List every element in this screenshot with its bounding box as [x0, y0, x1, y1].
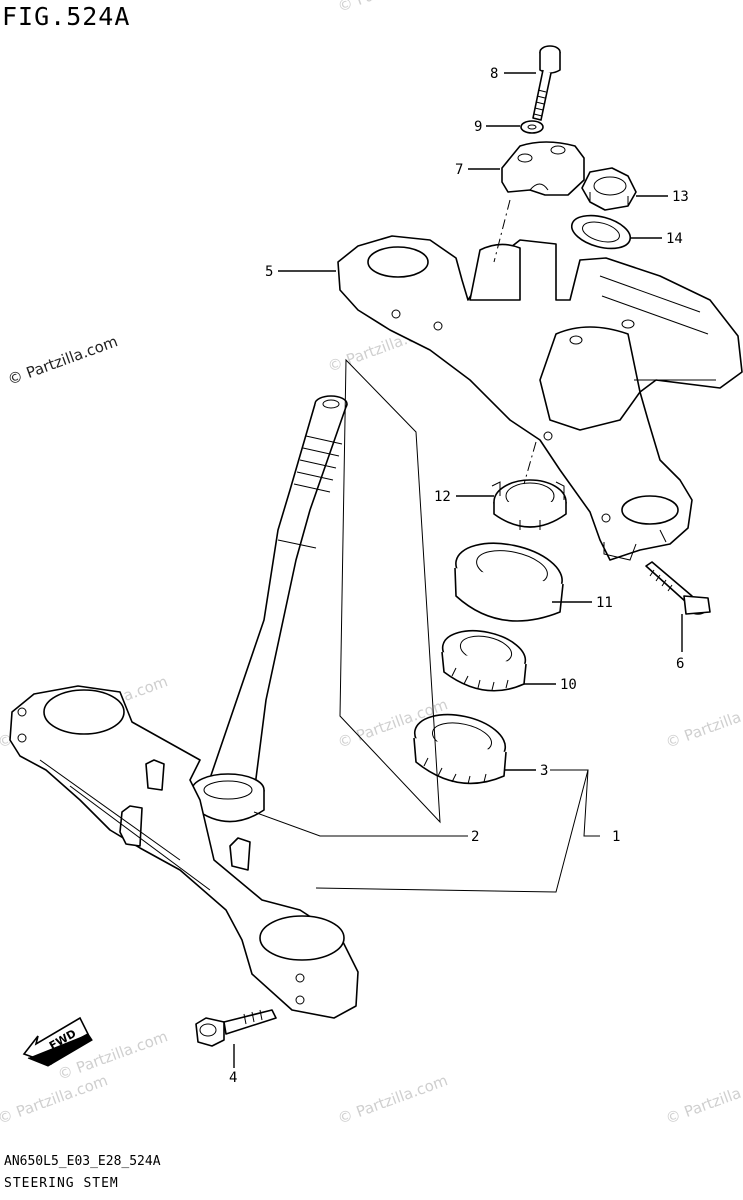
figure-title: FIG.524A — [2, 2, 131, 31]
figure-code: AN650L5_E03_E28_524A — [4, 1154, 161, 1169]
upper-bracket — [337, 235, 743, 561]
callout-labels: 8 9 7 13 14 5 12 11 6 10 3 2 1 4 — [229, 66, 689, 1086]
callout-8: 8 — [490, 66, 498, 82]
steering-stem-shaft — [205, 395, 348, 795]
washer-icon — [570, 214, 632, 250]
callout-4: 4 — [229, 1070, 237, 1086]
seal-icon — [191, 773, 265, 823]
nut-icon — [491, 479, 567, 530]
bracket-icon — [501, 141, 585, 196]
callout-12: 12 — [434, 489, 451, 505]
watermark-main: © Partzilla.com — [5, 332, 120, 389]
figure-name: STEERING STEM — [4, 1176, 119, 1191]
callout-10: 10 — [560, 677, 577, 693]
callout-13: 13 — [672, 189, 689, 205]
callout-2: 2 — [471, 829, 479, 845]
watermark: © Partzilla.com — [663, 1071, 743, 1128]
callout-1: 1 — [612, 829, 620, 845]
watermark: © Partzilla.com — [335, 0, 450, 16]
watermark-layer: © Partzilla.com © Partzilla.com © Partzi… — [0, 0, 743, 1128]
bolt-icon — [532, 45, 561, 121]
bearing-icon — [413, 713, 507, 785]
callout-6: 6 — [676, 656, 684, 672]
lower-bracket — [9, 685, 359, 1019]
watermark: © Partzilla.com — [663, 695, 743, 752]
nut-icon — [581, 167, 637, 211]
leader-lines — [233, 72, 683, 1068]
watermark: © Partzilla.com — [0, 1071, 110, 1128]
washer-icon — [520, 120, 544, 134]
seal-icon — [454, 542, 564, 622]
callout-5: 5 — [265, 264, 273, 280]
callout-3: 3 — [540, 763, 548, 779]
callout-7: 7 — [455, 162, 463, 178]
bearing-icon — [441, 629, 527, 692]
watermark: © Partzilla.com — [335, 1071, 450, 1128]
grouping-lines — [253, 358, 600, 893]
assembly-guides — [493, 199, 537, 485]
bolt-icon — [195, 1009, 277, 1047]
callout-11: 11 — [596, 595, 613, 611]
callout-9: 9 — [474, 119, 482, 135]
callout-14: 14 — [666, 231, 683, 247]
fwd-arrow-icon: FWD — [22, 1016, 93, 1067]
bolt-icon — [645, 561, 711, 615]
